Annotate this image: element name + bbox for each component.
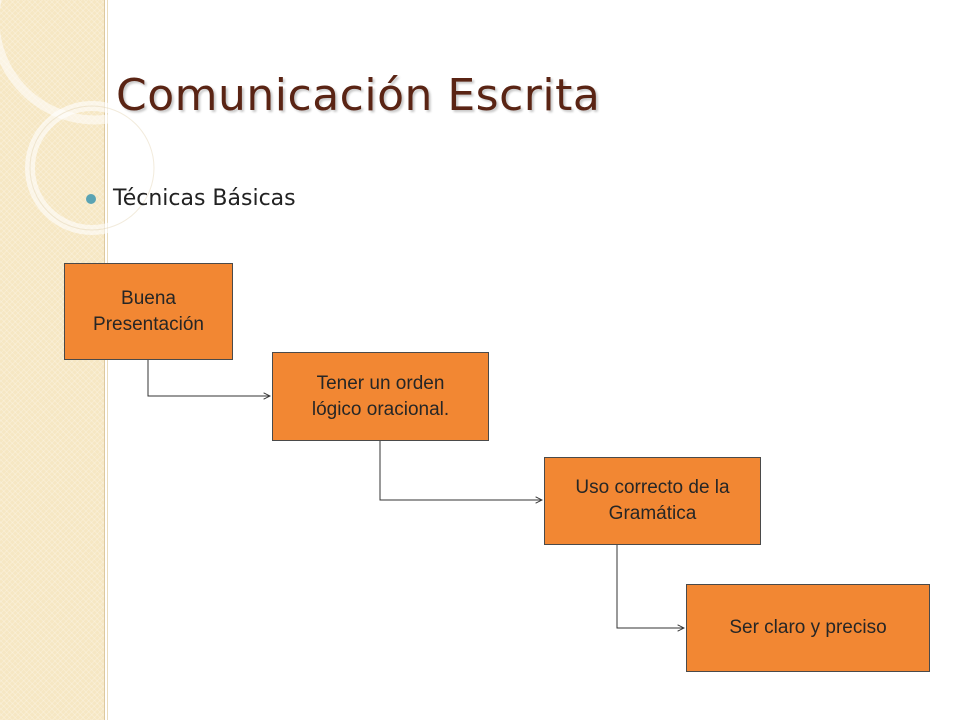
connector-2-to-3: [379, 441, 542, 500]
step-label-line: Uso correcto de la: [575, 477, 730, 498]
band-divider-line: [104, 0, 105, 720]
step-label-line: Presentación: [93, 313, 204, 335]
step-box-orden-logico: Tener un orden lógico oracional.: [272, 352, 489, 441]
connector-1-to-2: [147, 360, 270, 396]
step-box-buena-presentacion: Buena Presentación: [64, 263, 233, 360]
bullet-text: Técnicas Básicas: [113, 186, 296, 211]
decorative-circles: [0, 0, 180, 235]
connector-3-to-4: [616, 545, 684, 628]
bullet-item: Técnicas Básicas: [86, 186, 296, 211]
step-label-line: Ser claro y preciso: [729, 617, 887, 638]
slide-title: Comunicación Escrita: [116, 70, 601, 121]
step-label-line: Buena: [121, 287, 176, 309]
step-label-line: Gramática: [608, 503, 697, 524]
step-box-gramatica: Uso correcto de la Gramática: [544, 457, 761, 545]
band-divider-line: [107, 0, 108, 720]
step-box-claro-preciso: Ser claro y preciso: [686, 584, 930, 672]
bullet-dot-icon: [86, 193, 96, 204]
step-label-line: lógico oracional.: [311, 398, 450, 420]
step-label-line: Tener un orden: [316, 372, 445, 394]
